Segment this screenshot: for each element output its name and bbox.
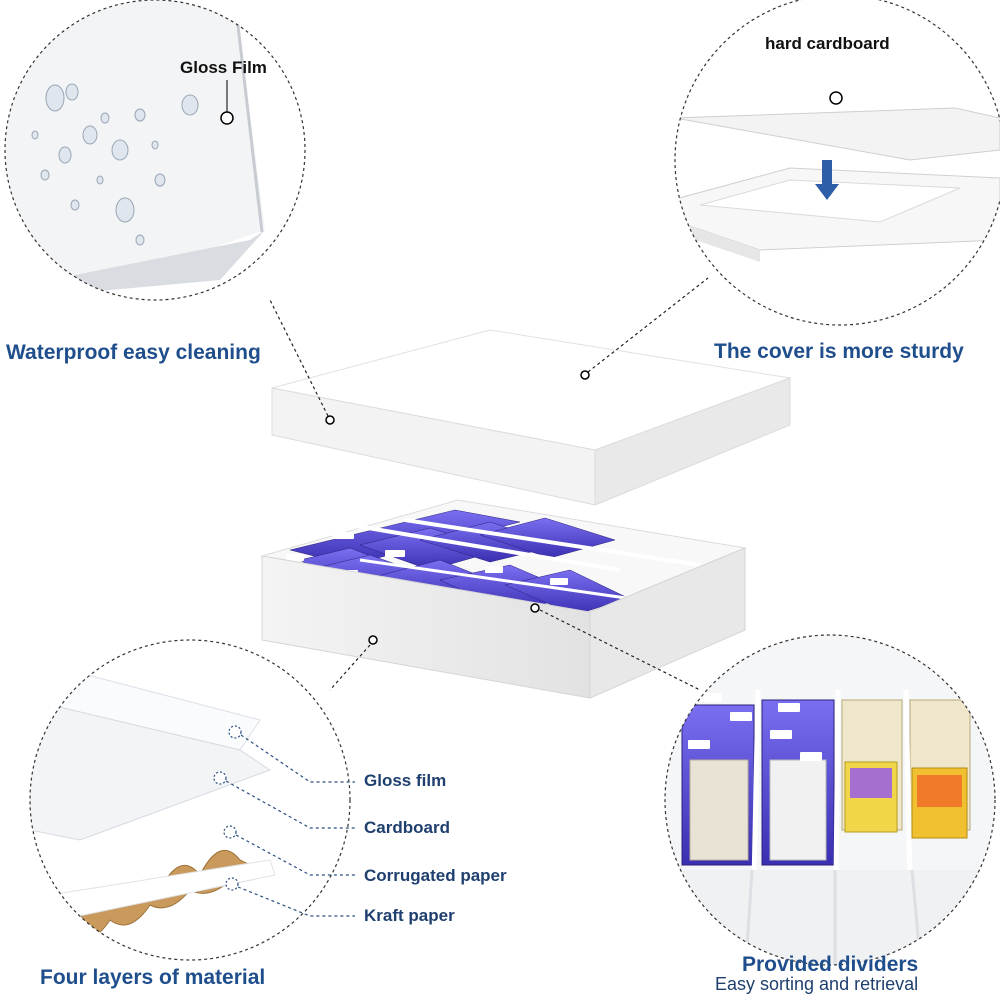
four-layers-caption: Four layers of material [40, 966, 266, 989]
dividers-subcaption: Easy sorting and retrieval [715, 974, 919, 994]
layer-kraft-paper: Kraft paper [364, 906, 455, 925]
box-lid [271, 329, 792, 506]
layer-corrugated-paper: Corrugated paper [364, 866, 507, 885]
connector-lines [269, 277, 709, 691]
four-layers-detail [30, 640, 350, 960]
hard-cardboard-detail [675, 0, 1000, 325]
box-body [261, 499, 747, 699]
dividers-caption: Provided dividers [742, 953, 919, 976]
hard-cardboard-label: hard cardboard [765, 34, 890, 53]
gloss-film-label: Gloss Film [180, 58, 267, 77]
layer-cardboard: Cardboard [364, 818, 450, 837]
layer-gloss-film: Gloss film [364, 771, 447, 790]
waterproof-caption: Waterproof easy cleaning [6, 341, 261, 364]
cover-sturdy-caption: The cover is more sturdy [714, 340, 964, 363]
gloss-film-detail [5, 0, 305, 300]
dividers-detail [665, 635, 995, 965]
